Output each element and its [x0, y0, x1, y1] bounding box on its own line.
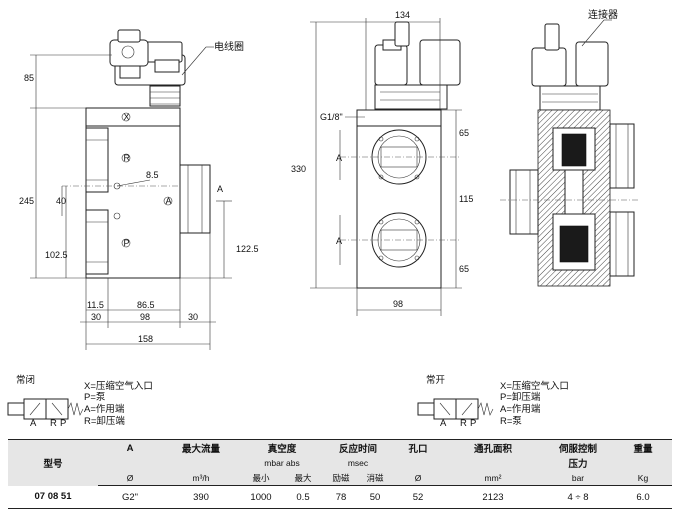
front-view: X R A P 85 245 40 102.5 122.5 A 8.5: [19, 29, 259, 350]
callout-connector: 连接器: [588, 8, 618, 21]
unit-orifice: Ø: [392, 470, 444, 486]
dim-85: 85: [24, 73, 34, 83]
dim-98-side: 98: [393, 299, 403, 309]
nc-port-r: R: [50, 418, 57, 429]
nc-port-a: A: [30, 418, 37, 429]
nc-legend-a: A=作用端: [84, 403, 125, 415]
valve-symbols: 常闭 A R P X=压缩空气入口 P=泵 A=作用端 R=卸压端 常开 A R…: [7, 374, 569, 429]
dim-102-5: 102.5: [45, 250, 68, 260]
dim-122-5: 122.5: [236, 244, 259, 254]
dim-98-front: 98: [140, 312, 150, 322]
no-port-a: A: [440, 418, 447, 429]
header-servo: 伺服控制: [542, 439, 614, 456]
header-vacuum: 真空度: [240, 439, 324, 456]
dim-8-5: 8.5: [146, 170, 159, 180]
unit-weight: Kg: [614, 470, 672, 486]
side-a-upper: A: [336, 153, 342, 163]
dim-115: 115: [459, 194, 473, 204]
dim-330: 330: [291, 164, 306, 174]
no-port-p: P: [470, 418, 476, 429]
no-title: 常开: [426, 374, 446, 386]
nc-port-p: P: [60, 418, 66, 429]
dim-30-left: 30: [91, 312, 101, 322]
subunit-vacuum: mbar abs: [240, 456, 324, 470]
unit-resp-on: 励磁: [324, 470, 358, 486]
header-orifice: 孔口: [392, 439, 444, 456]
header-weight: 重量: [614, 439, 672, 456]
no-legend-p: P=卸压端: [500, 391, 541, 403]
header-max-flow: 最大流量: [162, 439, 240, 456]
symbol-normally-open: 常开 A R P X=压缩空气入口 P=卸压端 A=作用端 R=泵: [417, 374, 569, 429]
unit-vacuum-min: 最小: [240, 470, 282, 486]
nc-legend-r: R=卸压端: [84, 415, 125, 427]
no-legend-a: A=作用端: [500, 403, 541, 415]
dim-g18: G1/8": [320, 112, 343, 122]
unit-resp-off: 消磁: [358, 470, 392, 486]
cell-vacuum-max: 0.5: [282, 485, 324, 509]
unit-flow-area: mm²: [444, 470, 542, 486]
cell-orifice: 52: [392, 485, 444, 509]
nc-title: 常闭: [16, 374, 35, 386]
nc-legend-p: P=泵: [84, 392, 106, 403]
unit-vacuum-max: 最大: [282, 470, 324, 486]
header-servo-line2: 压力: [542, 456, 614, 470]
dim-65-bottom: 65: [459, 264, 469, 274]
cell-a: G2": [98, 485, 162, 509]
no-port-r: R: [460, 418, 467, 429]
header-a: A: [98, 439, 162, 456]
port-label-x: X: [124, 112, 130, 122]
section-view: 连接器: [500, 8, 640, 287]
dim-11-5: 11.5: [87, 300, 104, 310]
technical-drawing: X R A P 85 245 40 102.5 122.5 A 8.5: [19, 8, 640, 350]
subunit-response: msec: [324, 456, 392, 470]
table-row: 07 08 51 G2" 390 1000 0.5 78 50 52 2123 …: [8, 485, 672, 509]
port-label-p: P: [124, 238, 130, 248]
cell-vacuum-min: 1000: [240, 485, 282, 509]
dim-86-5: 86.5: [137, 300, 155, 310]
header-response: 反应时间: [324, 439, 392, 456]
dim-40: 40: [56, 196, 66, 206]
port-label-a: A: [166, 196, 172, 206]
dim-245: 245: [19, 196, 34, 206]
header-flow-area: 通孔面积: [444, 439, 542, 456]
no-legend-r: R=泵: [500, 416, 522, 427]
cell-resp-on: 78: [324, 485, 358, 509]
nc-legend-x: X=压缩空气入口: [84, 380, 153, 392]
dim-65-top: 65: [459, 128, 469, 138]
cell-resp-off: 50: [358, 485, 392, 509]
cell-servo: 4 ÷ 8: [542, 485, 614, 509]
port-label-r: R: [124, 153, 131, 163]
dim-30-right: 30: [188, 312, 198, 322]
spec-table: 型号 A 最大流量 真空度 反应时间 孔口 通孔面积 伺服控制 重量 mbar …: [8, 439, 672, 509]
cell-model: 07 08 51: [8, 485, 98, 509]
dim-158: 158: [138, 334, 153, 344]
unit-a: Ø: [98, 470, 162, 486]
cell-flow-area: 2123: [444, 485, 542, 509]
cell-max-flow: 390: [162, 485, 240, 509]
unit-servo: bar: [542, 470, 614, 486]
cell-weight: 6.0: [614, 485, 672, 509]
no-legend-x: X=压缩空气入口: [500, 380, 569, 392]
dim-134: 134: [395, 10, 410, 20]
side-a-lower: A: [336, 236, 342, 246]
symbol-normally-closed: 常闭 A R P X=压缩空气入口 P=泵 A=作用端 R=卸压端: [7, 374, 153, 429]
unit-max-flow: m³/h: [162, 470, 240, 486]
side-view: 134 G1/8" 330 A A 65 115 65 98: [291, 10, 473, 316]
front-port-a-label: A: [217, 184, 223, 194]
callout-coil: 电线圈: [214, 40, 244, 53]
header-model: 型号: [8, 439, 98, 486]
